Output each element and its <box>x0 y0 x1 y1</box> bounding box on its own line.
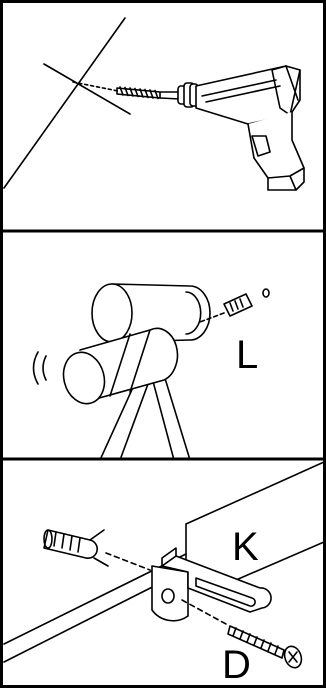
drill-chuck <box>178 83 198 107</box>
panel-dowel <box>34 284 270 460</box>
cylinder-lower <box>58 328 178 408</box>
drill-axis-line <box>73 82 118 91</box>
label-l: L <box>236 333 258 377</box>
wall-edge-line <box>4 18 125 188</box>
motion-arcs-icon <box>34 352 47 384</box>
label-d: D <box>222 643 251 687</box>
wall-plug <box>44 530 150 570</box>
label-k: K <box>232 525 259 569</box>
panel-drill <box>4 18 304 190</box>
drill-bit <box>117 87 180 99</box>
panel-bracket <box>4 462 324 670</box>
drill-body <box>196 66 304 190</box>
